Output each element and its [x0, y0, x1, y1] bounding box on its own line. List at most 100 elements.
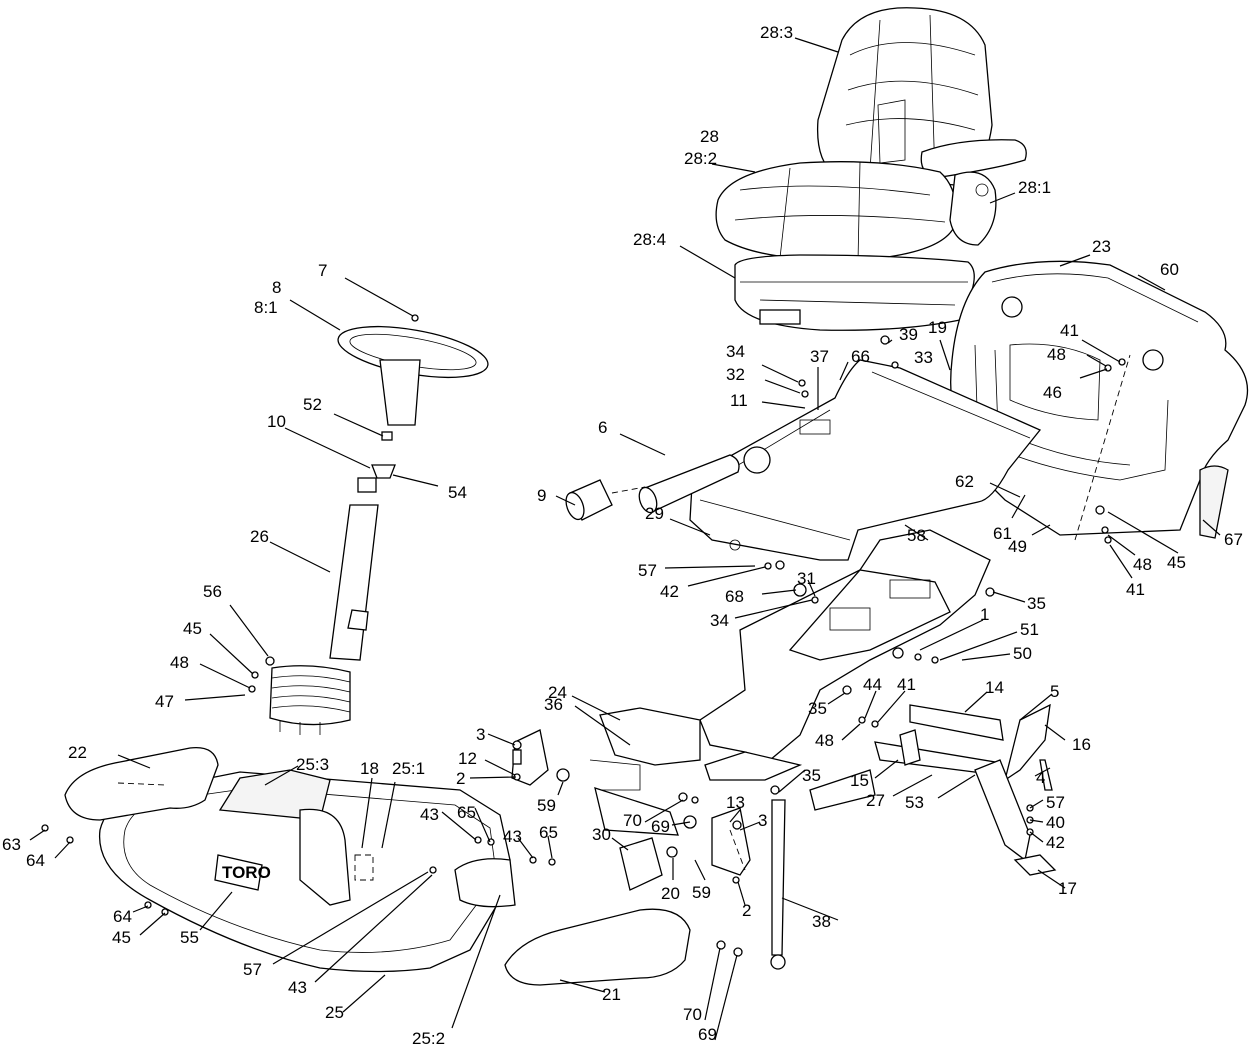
callout-28-3: 28:3 — [760, 23, 793, 42]
callout-28: 28 — [700, 127, 719, 146]
callout-14: 14 — [985, 678, 1004, 697]
callout-3-a: 3 — [476, 725, 485, 744]
callout-17: 17 — [1058, 879, 1077, 898]
toro-logo: TORO — [222, 863, 271, 882]
callout-56: 56 — [203, 582, 222, 601]
callout-labels: 28:3 28 28:2 28:1 28:4 23 60 7 8 8:1 39 … — [2, 23, 1243, 1048]
callout-2-b: 2 — [742, 901, 751, 920]
callout-50: 50 — [1013, 644, 1032, 663]
callout-65-a: 65 — [457, 803, 476, 822]
callout-42-b: 42 — [1046, 833, 1065, 852]
callout-18: 18 — [360, 759, 379, 778]
callout-32: 32 — [726, 365, 745, 384]
callout-48-b: 48 — [1133, 555, 1152, 574]
callout-43-c: 43 — [288, 978, 307, 997]
callout-48-a: 48 — [1047, 345, 1066, 364]
callout-43-a: 43 — [420, 805, 439, 824]
callout-16: 16 — [1072, 735, 1091, 754]
callout-41-b: 41 — [1126, 580, 1145, 599]
callout-45-b: 45 — [183, 619, 202, 638]
callout-13: 13 — [726, 793, 745, 812]
main-frame — [589, 529, 991, 791]
callout-25-1: 25:1 — [392, 759, 425, 778]
callout-39: 39 — [899, 325, 918, 344]
callout-7: 7 — [318, 261, 327, 280]
callout-54: 54 — [448, 483, 467, 502]
callout-15: 15 — [850, 771, 869, 790]
floor-pan: TORO — [98, 769, 516, 973]
callout-68: 68 — [725, 587, 744, 606]
callout-20: 20 — [661, 884, 680, 903]
callout-65-b: 65 — [539, 823, 558, 842]
callout-59-a: 59 — [537, 796, 556, 815]
seat-assembly — [715, 7, 1027, 331]
callout-57-b: 57 — [1046, 793, 1065, 812]
callout-64-a: 64 — [26, 851, 45, 870]
callout-45-a: 45 — [1167, 553, 1186, 572]
callout-38: 38 — [812, 912, 831, 931]
callout-49: 49 — [1008, 537, 1027, 556]
callout-27: 27 — [866, 791, 885, 810]
callout-12: 12 — [458, 749, 477, 768]
callout-28-2: 28:2 — [684, 149, 717, 168]
callout-37: 37 — [810, 347, 829, 366]
callout-6: 10 — [267, 412, 286, 431]
callout-61: 61 — [993, 524, 1012, 543]
callout-63: 63 — [2, 835, 21, 854]
callout-40: 40 — [1046, 813, 1065, 832]
callout-11: 11 — [730, 391, 748, 410]
callout-25-2: 25:2 — [412, 1029, 445, 1048]
callout-41-c: 41 — [897, 675, 916, 694]
callout-53: 53 — [905, 793, 924, 812]
callout-48-d: 48 — [815, 731, 834, 750]
callout-52: 52 — [303, 395, 322, 414]
callout-33: 33 — [914, 348, 933, 367]
callout-26: 26 — [250, 527, 269, 546]
steering-assembly — [269, 325, 489, 735]
callout-8-1: 8:1 — [254, 298, 278, 317]
rear-shroud — [950, 260, 1249, 539]
callout-69-b: 69 — [698, 1025, 717, 1044]
callout-31: 31 — [797, 569, 816, 588]
callout-46: 46 — [1043, 383, 1062, 402]
callout-42-a: 42 — [660, 582, 679, 601]
callout-24: 24 — [548, 683, 567, 702]
callout-5: 5 — [1050, 682, 1059, 701]
callout-36: 36 — [544, 695, 563, 714]
callout-69-a: 69 — [651, 817, 670, 836]
callout-51: 51 — [1020, 620, 1039, 639]
callout-9: 9 — [537, 486, 546, 505]
callout-35-a: 35 — [1027, 594, 1046, 613]
callout-60: 60 — [1160, 260, 1179, 279]
callout-28-4: 28:4 — [633, 230, 666, 249]
callout-41-a: 41 — [1060, 321, 1079, 340]
callout-70-b: 70 — [683, 1005, 702, 1024]
callout-22: 22 — [68, 743, 87, 762]
callout-19: 19 — [928, 318, 947, 337]
callout-25-3: 25:3 — [296, 755, 329, 774]
callout-34-a: 34 — [726, 342, 745, 361]
callout-57-c: 57 — [243, 960, 262, 979]
callout-55: 55 — [180, 928, 199, 947]
leader-lines — [29, 37, 1221, 1041]
callout-59-b: 59 — [692, 883, 711, 902]
callout-48-c: 48 — [170, 653, 189, 672]
callout-57-a: 57 — [638, 561, 657, 580]
callout-66: 66 — [851, 347, 870, 366]
callout-1: 1 — [980, 605, 989, 624]
callout-10: 6 — [598, 418, 607, 437]
callout-4: 4 — [1036, 768, 1045, 787]
callout-23: 23 — [1092, 237, 1111, 256]
tube-parts — [565, 446, 771, 521]
callout-64-b: 64 — [113, 907, 132, 926]
callout-35-b: 35 — [808, 699, 827, 718]
callout-44: 44 — [863, 675, 882, 694]
callout-25: 25 — [325, 1003, 344, 1022]
callout-43-b: 43 — [503, 827, 522, 846]
callout-2-a: 2 — [456, 769, 465, 788]
callout-3-b: 3 — [758, 811, 767, 830]
callout-28-1: 28:1 — [1018, 178, 1051, 197]
callout-58: 58 — [907, 526, 926, 545]
callout-35-c: 35 — [802, 766, 821, 785]
